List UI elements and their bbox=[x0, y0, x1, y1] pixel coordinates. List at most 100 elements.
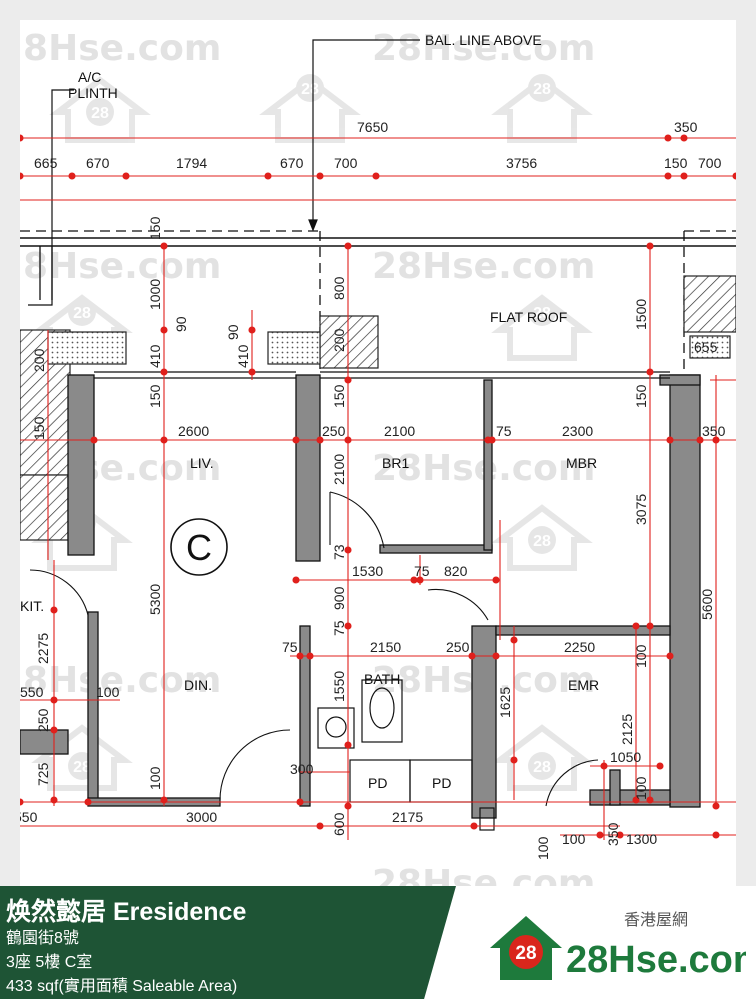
room-label-emr: EMR bbox=[568, 677, 599, 693]
dim-label: 2600 bbox=[178, 423, 209, 439]
dim-label: 2250 bbox=[564, 639, 595, 655]
watermark-house-icon: 28 bbox=[491, 724, 593, 791]
site-name: 香港屋網 bbox=[624, 912, 689, 929]
dim-label: 3756 bbox=[506, 155, 537, 171]
dim-label: 1530 bbox=[352, 563, 383, 579]
dim-label: 100 bbox=[633, 644, 649, 668]
logo-text: 28Hse.com bbox=[566, 939, 746, 981]
watermark: 28Hse.com bbox=[372, 28, 595, 69]
footer-info-panel: 焕然懿居 Eresidence 鶴園街8號 3座 5樓 C室 433 sqf(實… bbox=[0, 886, 456, 999]
dim-label: 150 bbox=[31, 416, 47, 440]
dim-label: 350 bbox=[674, 119, 698, 135]
dim-label: 2275 bbox=[35, 633, 51, 664]
watermark-house-icon: 28 bbox=[259, 74, 361, 143]
dim-label: 1000 bbox=[147, 279, 163, 310]
dim-label: 200 bbox=[31, 348, 47, 372]
dim-label: 700 bbox=[334, 155, 358, 171]
dim-label: 1625 bbox=[497, 687, 513, 718]
dim-label: 3075 bbox=[633, 494, 649, 525]
dim-label: 75 bbox=[496, 423, 512, 439]
watermark: 28Hse.com bbox=[372, 246, 595, 287]
floor-plan-panel: 28Hse.com 28Hse.com 28Hse.com 28Hse.com … bbox=[20, 20, 736, 886]
room-label-liv: LIV. bbox=[190, 455, 214, 471]
dim-label: 250 bbox=[35, 708, 51, 732]
dim-label: 2175 bbox=[392, 809, 423, 825]
floor-plan: 28Hse.com 28Hse.com 28Hse.com 28Hse.com … bbox=[20, 28, 736, 886]
dim-label: 655 bbox=[694, 339, 718, 355]
watermark-house-icon: 28 bbox=[491, 504, 593, 571]
dim-label: 75 bbox=[331, 620, 347, 636]
room-label-din: DIN. bbox=[184, 677, 212, 693]
dim-label: 73 bbox=[331, 544, 347, 560]
dim-label: 1794 bbox=[176, 155, 207, 171]
dim-label: 150 bbox=[331, 384, 347, 408]
watermark-house-icon: 28 bbox=[491, 74, 593, 143]
dim-label: 75 bbox=[414, 563, 430, 579]
door-swings bbox=[29, 491, 599, 807]
dim-label: 350 bbox=[605, 822, 621, 846]
top-boundary bbox=[20, 230, 736, 370]
dim-label: 725 bbox=[35, 762, 51, 786]
dim-label: 100 bbox=[147, 766, 163, 790]
dim-label: 100 bbox=[633, 776, 649, 800]
watermark-badge: 28 bbox=[533, 81, 551, 98]
dim-label: 5600 bbox=[699, 589, 715, 620]
dim-label: 350 bbox=[702, 423, 726, 439]
dim-label: 410 bbox=[147, 344, 163, 368]
room-label-pd: PD bbox=[368, 775, 387, 791]
dim-label: 2100 bbox=[331, 454, 347, 485]
logo-badge-number: 28 bbox=[515, 943, 536, 964]
watermark-badge: 28 bbox=[533, 305, 551, 322]
dim-label: 1500 bbox=[633, 299, 649, 330]
saleable-area: 433 sqf(實用面積 Saleable Area) bbox=[6, 978, 238, 995]
watermark: 28Hse.com bbox=[20, 246, 221, 287]
watermark-badge: 28 bbox=[73, 759, 91, 776]
dim-label: 2125 bbox=[619, 714, 635, 745]
dim-label: 2150 bbox=[370, 639, 401, 655]
dim-label: 600 bbox=[331, 812, 347, 836]
dim-label: 200 bbox=[331, 328, 347, 352]
room-label-kit: KIT. bbox=[20, 598, 44, 614]
watermark-house-icon: 28 bbox=[49, 76, 151, 143]
watermark-house-icon: 28 bbox=[491, 294, 593, 361]
room-label-mbr: MBR bbox=[566, 455, 597, 471]
ac-plinth-note: PLINTH bbox=[68, 85, 118, 101]
dim-label: 550 bbox=[20, 809, 38, 825]
flat-roof-label: FLAT ROOF bbox=[490, 309, 567, 325]
estate-title: 焕然懿居 Eresidence bbox=[6, 898, 247, 926]
dim-label: 800 bbox=[331, 276, 347, 300]
dim-label: 90 bbox=[173, 316, 189, 332]
dim-label: 1550 bbox=[331, 671, 347, 702]
watermark-badge: 28 bbox=[533, 759, 551, 776]
watermark-badge: 28 bbox=[73, 305, 91, 322]
dim-label: 3000 bbox=[186, 809, 217, 825]
dim-label: 670 bbox=[280, 155, 304, 171]
room-label-pd: PD bbox=[432, 775, 451, 791]
dim-label: 900 bbox=[331, 586, 347, 610]
ac-plinth-note: A/C bbox=[78, 69, 101, 85]
dim-label: 100 bbox=[535, 836, 551, 860]
dim-label: 7650 bbox=[357, 119, 388, 135]
watermark-badge: 28 bbox=[91, 105, 109, 122]
house-logo-icon: 28 bbox=[490, 916, 562, 980]
watermark: 28Hse.com bbox=[372, 863, 595, 886]
dim-label: 100 bbox=[562, 831, 586, 847]
dim-label: 5300 bbox=[147, 584, 163, 615]
unit-mark: C bbox=[170, 518, 228, 576]
dim-label: 75 bbox=[282, 639, 298, 655]
dim-label: 150 bbox=[633, 384, 649, 408]
dim-label: 2300 bbox=[562, 423, 593, 439]
dim-label: 150 bbox=[147, 384, 163, 408]
dim-label: 90 bbox=[225, 324, 241, 340]
dim-label: 150 bbox=[147, 216, 163, 240]
unit-address: 3座 5樓 C室 bbox=[6, 954, 93, 971]
balcony-line-note: BAL. LINE ABOVE bbox=[425, 32, 542, 48]
structural-columns bbox=[20, 275, 736, 541]
note-leaders bbox=[28, 39, 420, 306]
site-logo[interactable]: 28 28Hse.com bbox=[486, 908, 746, 992]
dim-label: 700 bbox=[698, 155, 722, 171]
dim-label: 100 bbox=[96, 684, 120, 700]
walls bbox=[20, 374, 701, 819]
dim-label: 820 bbox=[444, 563, 468, 579]
watermark: 28Hse.com bbox=[20, 28, 221, 69]
